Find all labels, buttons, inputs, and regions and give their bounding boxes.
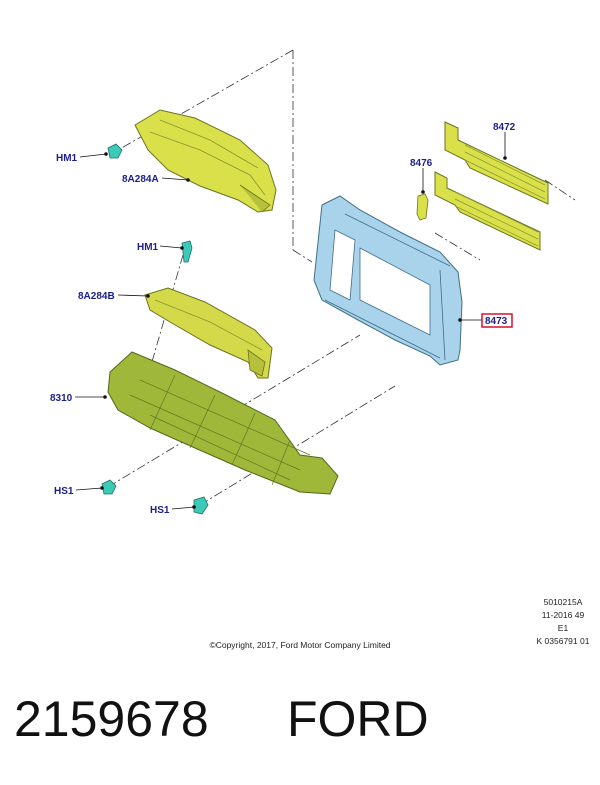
reference-block: 5010215A 11-2016 49 E1 K 0356791 01 bbox=[532, 596, 594, 648]
reference-line-4: K 0356791 01 bbox=[536, 636, 590, 646]
radiator-support-8473 bbox=[313, 195, 463, 366]
leader-dots bbox=[100, 152, 507, 509]
fastener-hs1-bottom bbox=[193, 496, 209, 515]
reference-line-3: E1 bbox=[557, 623, 569, 633]
bracket-8476 bbox=[416, 193, 429, 221]
fastener-hm1-mid bbox=[181, 240, 193, 263]
callout-8a284b[interactable]: 8A284B bbox=[78, 291, 115, 302]
fastener-hs1-left bbox=[101, 479, 117, 495]
parts-diagram: HM1 8A284A HM1 8A284B 8310 HS1 HS1 8476 … bbox=[50, 49, 576, 516]
brand-name: FORD bbox=[287, 691, 429, 747]
reference-line-1: 5010215A bbox=[543, 597, 583, 607]
callout-hm1-mid[interactable]: HM1 bbox=[137, 242, 159, 253]
part-number: 2159678 bbox=[14, 691, 209, 747]
callout-8473[interactable]: 8473 bbox=[485, 316, 508, 327]
fastener-hm1-top bbox=[107, 143, 123, 159]
callout-8472[interactable]: 8472 bbox=[493, 122, 516, 133]
splash-shield-8310 bbox=[107, 351, 339, 495]
highlight-box-8473 bbox=[481, 313, 513, 328]
callout-8310[interactable]: 8310 bbox=[50, 393, 73, 404]
leader-lines bbox=[75, 132, 506, 510]
upper-air-deflector-8a284a bbox=[134, 109, 277, 213]
callout-8a284a[interactable]: 8A284A bbox=[122, 174, 159, 185]
callout-hm1-top[interactable]: HM1 bbox=[56, 153, 78, 164]
reference-line-2: 11-2016 49 bbox=[541, 610, 585, 620]
callout-hs1-bottom[interactable]: HS1 bbox=[150, 505, 170, 516]
callout-hs1-left[interactable]: HS1 bbox=[54, 486, 74, 497]
callout-8476[interactable]: 8476 bbox=[410, 158, 433, 169]
grille-shutter-8472 bbox=[434, 121, 549, 251]
copyright-notice: ©Copyright, 2017, Ford Motor Company Lim… bbox=[209, 640, 391, 650]
lower-air-deflector-8a284b bbox=[144, 287, 273, 379]
